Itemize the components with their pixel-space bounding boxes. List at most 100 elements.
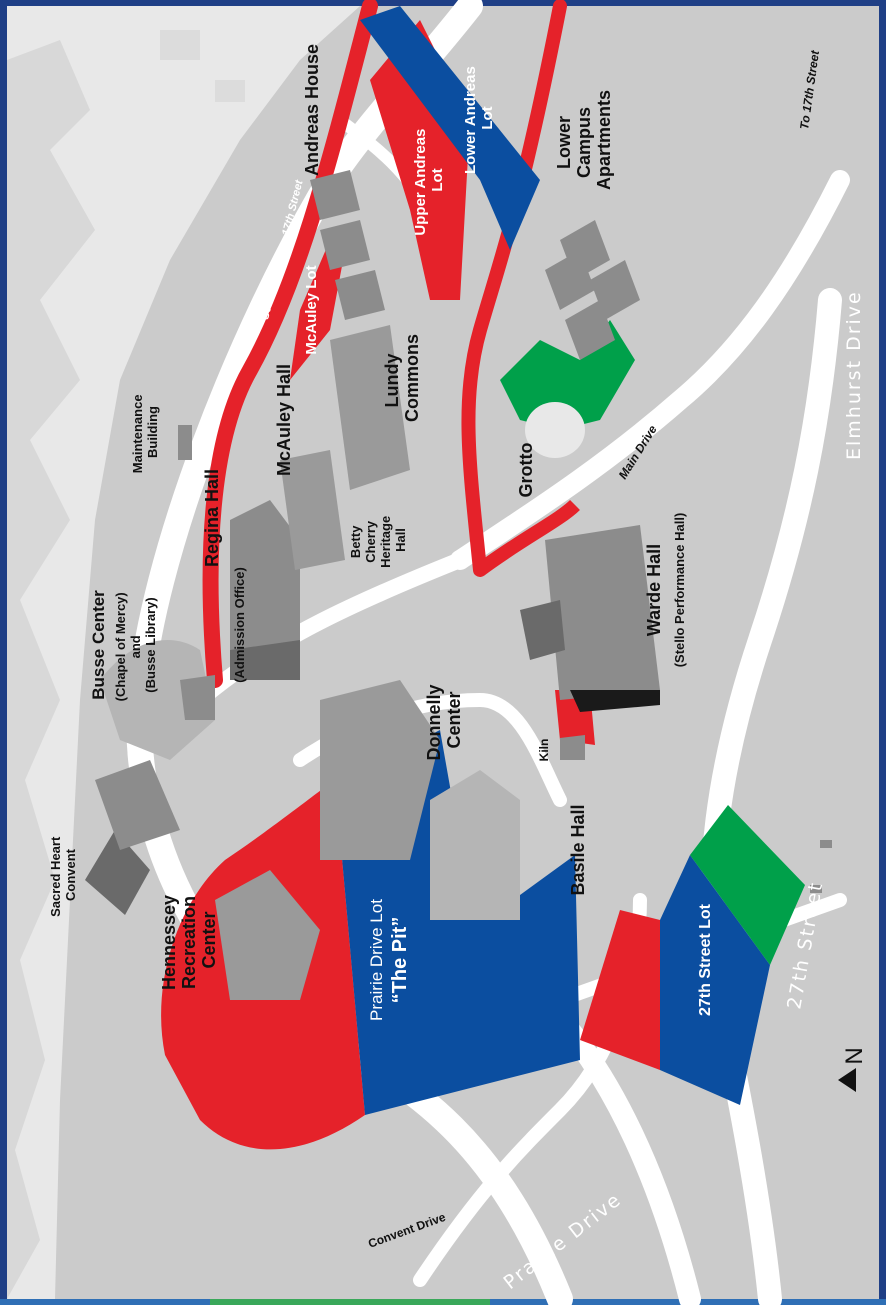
label-line: (Stello Performance Hall) (672, 513, 687, 668)
label-stello-performance-hall: (Stello Performance Hall) (672, 513, 687, 668)
label-line: Andreas House (302, 44, 322, 176)
twenty-seventh-street-road (700, 288, 842, 1305)
label-prairie-drive-lot: Prairie Drive Lot (367, 899, 386, 1021)
tree-line (7, 40, 95, 1299)
label-line: N (841, 1047, 868, 1064)
regina-hall-shadow (230, 640, 300, 680)
warde-hall-tower (520, 600, 565, 660)
label-line: (Busse Library) (143, 597, 158, 692)
lot-red-27th (580, 910, 660, 1070)
label-hennessey-recreation-center: Hennessey Recreation Center (159, 890, 219, 990)
label-line: McAuley Lot (303, 265, 320, 354)
label-line: Upper Andreas (412, 129, 429, 236)
label-line: Building (145, 406, 160, 458)
label-lower-andreas-lot: Lower Andreas Lot (462, 62, 496, 174)
label-line: Basile Hall (568, 804, 588, 895)
label-elmhurst-drive: Elmhurst Drive (843, 290, 865, 460)
busse-center-building (100, 640, 215, 760)
label-mcauley-lot: McAuley Lot (303, 265, 320, 354)
label-line: Busse Center (89, 590, 108, 700)
label-upper-andreas-lot: Upper Andreas Lot (412, 124, 446, 235)
andreas-house-building-2 (320, 220, 370, 270)
label-line: Hennessey (159, 895, 179, 990)
label-andreas-house: Andreas House (302, 44, 322, 176)
label-line: Prairie Drive Lot (367, 899, 386, 1021)
label-warde-hall: Warde Hall (644, 544, 664, 636)
label-line: Center (199, 911, 219, 968)
basile-hall-building (430, 770, 520, 920)
label-line: Grotto (516, 443, 536, 498)
warde-hall-shadow (570, 690, 660, 712)
label-lower-campus-apartments: Lower Campus Apartments (554, 90, 614, 190)
label-line: Lower (554, 116, 574, 169)
distant-building-2 (215, 80, 245, 102)
label-the-pit: “The Pit” (389, 917, 411, 1004)
label-line: Warde Hall (644, 544, 664, 636)
busse-library-wing (180, 675, 215, 720)
label-line: Cherry (363, 520, 378, 563)
main-drive-road (450, 170, 850, 570)
label-line: Commons (402, 334, 422, 422)
north-arrow-icon (838, 1068, 856, 1092)
label-line: Heritage (378, 516, 393, 568)
label-line: Apartments (594, 90, 614, 190)
label-line: Convent (63, 848, 78, 901)
label-line: Betty (348, 525, 363, 558)
kiln-building (560, 735, 585, 760)
warde-hall-building (545, 525, 660, 700)
loop-connector-red (475, 499, 580, 576)
label-kiln: Kiln (537, 739, 551, 762)
label-line: (Admission Office) (232, 567, 247, 683)
donnelly-center-building (320, 680, 440, 860)
andreas-loop-red (461, 0, 567, 577)
inner-road (192, 552, 468, 708)
label-sacred-heart-convent: Sacred Heart Convent (48, 833, 78, 917)
andreas-house-building-3 (335, 270, 385, 320)
grotto-structure (525, 402, 585, 458)
gate-marker-1 (820, 840, 832, 848)
label-line: Lower Andreas (462, 66, 479, 174)
label-grotto: Grotto (516, 443, 536, 498)
lundy-commons-building (330, 325, 410, 490)
label-maintenance-building: Maintenance Building (130, 391, 160, 473)
label-line: Hall (393, 528, 408, 552)
label-admission-office: (Admission Office) (232, 567, 247, 683)
label-busse-sub: (Chapel of Mercy) and (Busse Library) (113, 589, 158, 702)
apartment-building-3 (590, 260, 640, 320)
label-betty-cherry-heritage-hall: Betty Cherry Heritage Hall (348, 512, 408, 568)
label-busse-center: Busse Center (89, 590, 108, 700)
service-drive-red (202, 0, 378, 688)
apartment-building-2 (545, 250, 595, 310)
lot-27th-street (660, 855, 770, 1105)
label-donnelly-center: Donnelly Center (424, 679, 464, 760)
label-line: Center (444, 691, 464, 748)
label-regina-hall: Regina Hall (202, 469, 222, 567)
buildings (85, 170, 832, 1000)
apartment-building-4 (565, 300, 615, 360)
lot-green-27th (690, 805, 805, 965)
maintenance-building (178, 425, 192, 460)
label-line: Elmhurst Drive (843, 290, 865, 460)
label-line: Campus (574, 107, 594, 178)
label-line: (Chapel of Mercy) (113, 592, 128, 701)
label-line: 27th Street Lot (697, 903, 714, 1016)
label-27th-street-lot: 27th Street Lot (697, 903, 714, 1016)
label-line: Lot (429, 168, 446, 191)
regina-hall-building (230, 500, 300, 680)
label-mcauley-hall: McAuley Hall (274, 364, 294, 476)
lot-lower-andreas (360, 6, 540, 250)
hennessey-recreation-center-building (215, 870, 320, 1000)
gate-marker-2 (810, 885, 822, 893)
label-basile-hall: Basile Hall (568, 804, 588, 895)
label-line: McAuley Hall (274, 364, 294, 476)
label-line: and (128, 635, 143, 658)
distant-building (160, 30, 200, 60)
label-lundy-commons: Lundy Commons (382, 334, 422, 422)
label-line: Regina Hall (202, 469, 222, 567)
label-line: “The Pit” (389, 917, 411, 1004)
label-line: Lundy (382, 354, 402, 408)
label-line: Recreation (179, 896, 199, 989)
bottom-stripe-green (210, 1299, 490, 1305)
label-line: Donnelly (424, 685, 444, 761)
